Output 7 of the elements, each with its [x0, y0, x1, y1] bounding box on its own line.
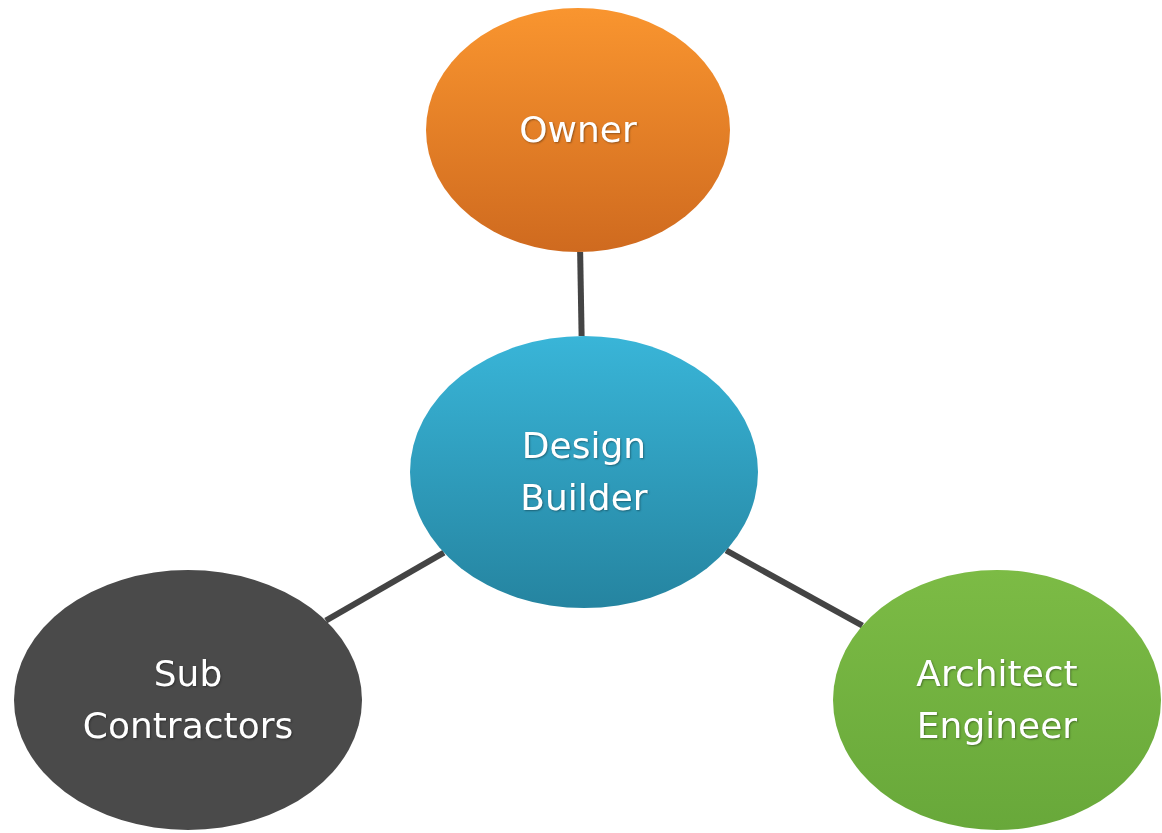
node-label: Owner: [519, 107, 637, 152]
node-label: Design Builder: [519, 423, 649, 520]
connector-line: [324, 550, 446, 624]
connector-line: [577, 251, 585, 337]
node-label: Architect Engineer: [915, 651, 1079, 748]
node-label: Sub Contractors: [81, 651, 295, 748]
connector-line: [724, 547, 864, 629]
